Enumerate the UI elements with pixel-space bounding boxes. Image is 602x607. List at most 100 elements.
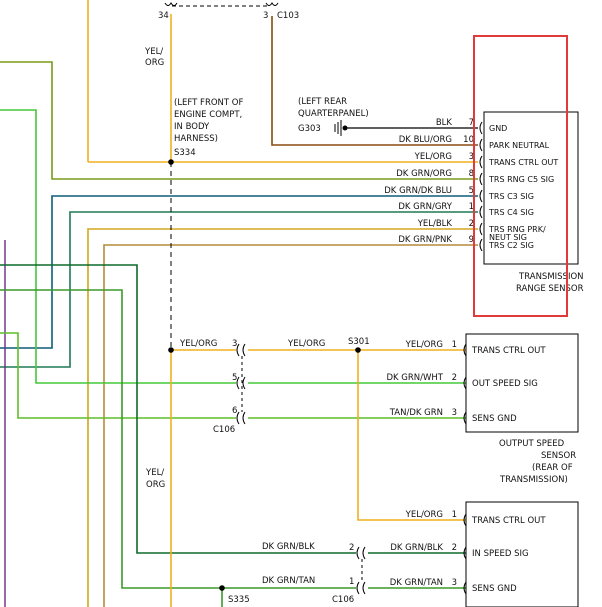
s334-note-3: IN BODY xyxy=(174,122,210,132)
oss-caption-1: OUTPUT SPEED xyxy=(499,439,565,449)
pin-number: 9 xyxy=(469,235,474,245)
c106-pin-3: 3 xyxy=(232,339,237,349)
connector-c103-pin-34 xyxy=(164,2,178,6)
wire-yel-blk xyxy=(87,228,478,607)
pin-function: TRS C3 SIG xyxy=(488,192,534,201)
pin-function: SENS GND xyxy=(472,584,517,594)
wire-dk-grn-tan-left xyxy=(0,289,356,589)
terminal-icon xyxy=(479,238,483,252)
wire-color-label: DK GRN/WHT xyxy=(386,373,443,383)
ground-symbol-icon xyxy=(334,120,348,136)
wire-color-label: YEL/ORG xyxy=(405,510,443,520)
g303-note-1: (LEFT REAR xyxy=(298,97,347,107)
terminal-icon xyxy=(479,155,483,169)
c106-connector-icon xyxy=(236,343,246,425)
terminal-icon xyxy=(479,138,483,152)
wire-color-label: DK GRN/TAN xyxy=(390,578,443,588)
c103-pin-34-label: 34 xyxy=(158,11,169,21)
wire-color-label: YEL/BLK xyxy=(417,219,453,229)
c106-lower-connector-icon xyxy=(356,546,366,595)
s334-note-4: HARNESS) xyxy=(174,134,218,144)
wire-color-label: TAN/DK GRN xyxy=(389,408,443,418)
oss-caption-4: TRANSMISSION) xyxy=(499,475,568,485)
trs-caption-1: TRANSMISSION xyxy=(518,272,584,282)
g303-note-2: QUARTERPANEL) xyxy=(298,109,369,119)
wire-color-label: DK GRN/BLK xyxy=(390,543,443,553)
splice-s335-dot xyxy=(219,585,225,591)
s334-id: S334 xyxy=(174,148,196,158)
mid-wire-label-1: YEL/ xyxy=(145,468,164,478)
trs-connector-box xyxy=(483,111,579,265)
wire-dk-grn-blk-left xyxy=(0,264,356,554)
trs-caption-2: RANGE SENSOR xyxy=(516,284,584,294)
pin-number: 2 xyxy=(452,373,457,383)
c106-right-wire-label: YEL/ORG xyxy=(287,339,325,349)
pin-function: IN SPEED SIG xyxy=(472,549,529,559)
c103-label: C103 xyxy=(277,11,299,21)
oss-caption-2: SENSOR xyxy=(541,451,576,461)
wire-color-label: DK GRN/ORG xyxy=(396,169,452,179)
wire-color-label: DK GRN/PNK xyxy=(398,235,452,245)
terminal-icon xyxy=(463,546,467,560)
pin-number: 3 xyxy=(452,578,457,588)
pin-number: 2 xyxy=(469,219,474,229)
pin-number: 3 xyxy=(469,152,474,162)
terminal-icon xyxy=(463,376,467,390)
s334-note-1: (LEFT FRONT OF xyxy=(174,98,243,108)
pin-number: 5 xyxy=(469,186,474,196)
c103-pin-3-label: 3 xyxy=(263,11,268,21)
wire-yel-org-s301-iss xyxy=(357,350,466,521)
wire-dk-grn-org xyxy=(0,61,478,180)
pin-function: TRANS CTRL OUT xyxy=(488,158,558,167)
connector-c103-pin-3 xyxy=(265,2,279,6)
terminal-icon xyxy=(479,205,483,219)
c106-lower-pin-2: 2 xyxy=(349,543,354,553)
pin-number: 1 xyxy=(452,340,457,350)
pin-number: 7 xyxy=(469,118,474,128)
pin-function: TRANS CTRL OUT xyxy=(471,346,546,356)
oss-caption-3: (REAR OF xyxy=(532,463,573,473)
c106-lower-pin-1: 1 xyxy=(349,577,354,587)
iss-left-wire-blk: DK GRN/BLK xyxy=(262,542,315,552)
pin-function: TRS C4 SIG xyxy=(488,208,534,217)
pin-number: 10 xyxy=(463,135,474,145)
pin-number: 1 xyxy=(469,202,474,212)
wire-color-label: DK GRN/GRY xyxy=(398,202,452,212)
g303-id: G303 xyxy=(298,124,321,134)
wire-dk-blu-org xyxy=(271,16,478,146)
s335-label: S335 xyxy=(228,595,250,605)
terminal-icon xyxy=(463,581,467,595)
wire-tan-dk-grn xyxy=(0,332,236,419)
iss-connector-box xyxy=(465,501,579,607)
terminal-icon xyxy=(479,222,483,236)
terminal-icon xyxy=(463,513,467,527)
pin-function: OUT SPEED SIG xyxy=(472,379,538,389)
wire-color-label: YEL/ORG xyxy=(405,340,443,350)
c106-pin-6: 6 xyxy=(232,406,237,416)
pin-function: TRS RNG PRK/ xyxy=(488,225,546,234)
pin-function: SENS GND xyxy=(472,414,517,424)
iss-left-wire-tan: DK GRN/TAN xyxy=(262,576,315,586)
wire-top-label-2: ORG xyxy=(145,58,164,68)
c106-left-wire-label: YEL/ORG xyxy=(179,339,217,349)
terminal-icon xyxy=(479,121,483,135)
pin-number: 3 xyxy=(452,408,457,418)
wire-dk-grn-wht xyxy=(0,109,236,384)
wire-color-label: YEL/ORG xyxy=(414,152,452,162)
oss-connector-box xyxy=(465,333,579,433)
pin-function: GND xyxy=(489,124,507,133)
